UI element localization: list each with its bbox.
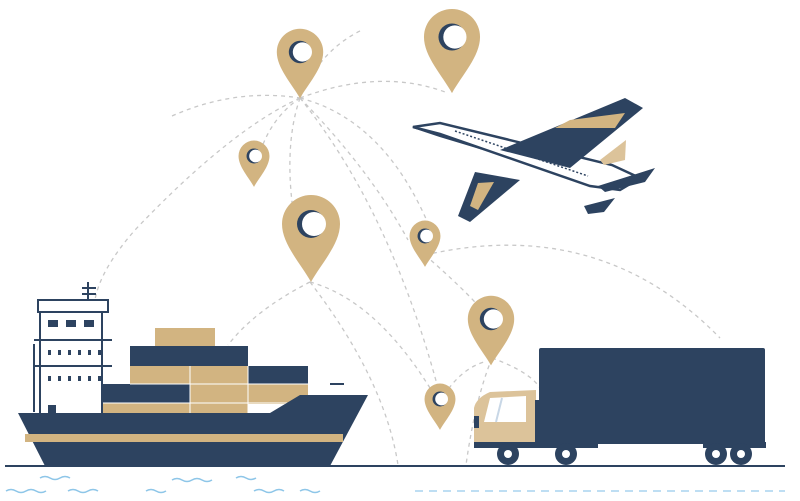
location-pin-icon — [467, 295, 515, 366]
cargo-ship-icon — [18, 282, 368, 466]
delivery-truck-icon — [474, 348, 766, 465]
route-lines — [94, 29, 721, 466]
ground-line — [5, 465, 785, 467]
truck-wheels — [497, 443, 752, 465]
airplane-icon — [412, 98, 655, 222]
location-pin-icon — [276, 28, 324, 99]
location-pin-icon — [409, 220, 441, 267]
location-pin-icon — [424, 383, 456, 430]
location-pin-icon — [423, 8, 481, 94]
location-pin-icon — [282, 195, 340, 282]
water-waves — [5, 475, 321, 494]
location-pin-icon — [238, 140, 270, 187]
